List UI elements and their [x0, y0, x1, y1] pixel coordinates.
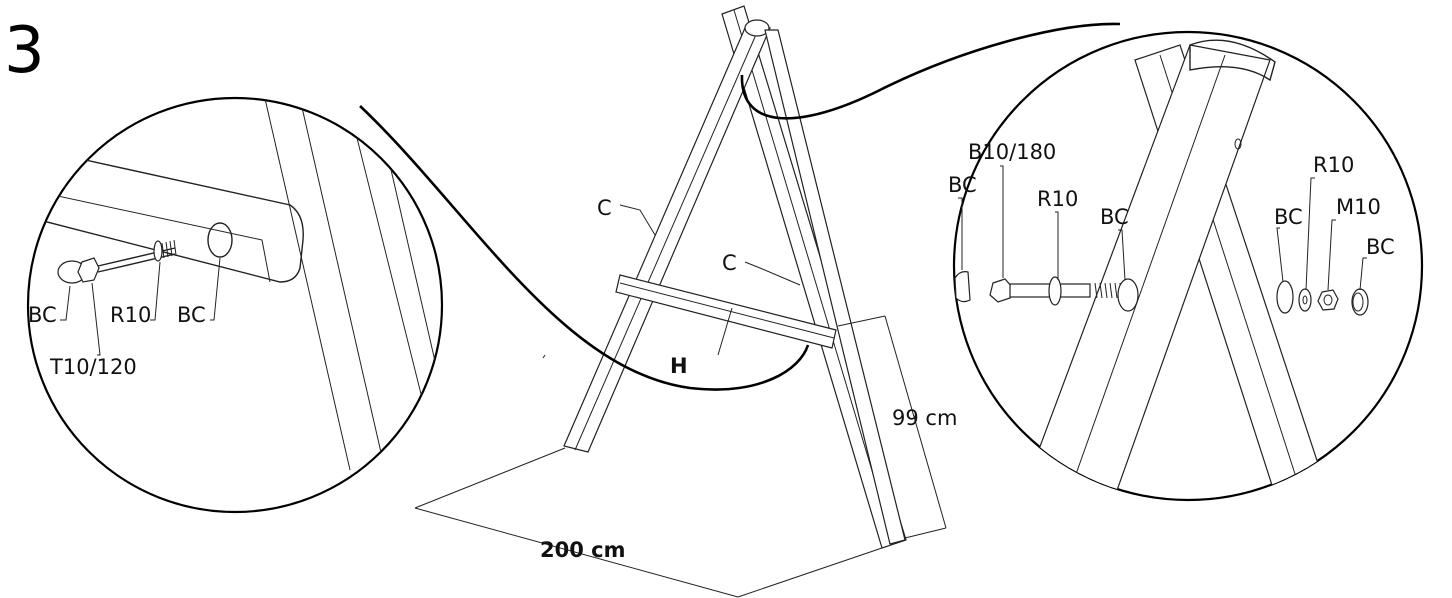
right-cap-end-label: BC	[1366, 235, 1395, 259]
left-cap-label: BC	[28, 303, 57, 327]
cap-left	[954, 271, 971, 303]
right-cap-left-label: BC	[948, 173, 977, 197]
bolt-label: B10/180	[968, 140, 1056, 164]
right-washer-right-label: R10	[1313, 153, 1354, 177]
left-washer-label: R10	[110, 303, 151, 327]
beam-c-label-lower: C	[722, 251, 737, 275]
right-connector-curve	[740, 22, 1121, 120]
nut	[1317, 289, 1339, 311]
right-cap-right-label: BC	[1274, 205, 1303, 229]
cap-mid	[1117, 278, 1139, 312]
left-detail-outline	[26, 96, 444, 514]
width-dimension: 200 cm	[540, 538, 625, 562]
right-detail-circle: BC B10/180 R10 BC BC R10 M10 BC	[948, 30, 1424, 502]
washer-left	[1048, 276, 1062, 306]
washer-part	[153, 240, 163, 262]
screw-head	[77, 257, 100, 283]
left-detail-fixings	[57, 239, 221, 356]
crossbar-h-label: H	[670, 354, 688, 378]
crossbar	[615, 274, 837, 349]
washer-right	[1298, 288, 1312, 312]
a-frame-assembly	[414, 5, 947, 598]
bolt-head	[989, 278, 1013, 303]
right-cap-mid-label: BC	[1100, 205, 1129, 229]
right-washer-left-label: R10	[1037, 187, 1078, 211]
beam-c-label-upper: C	[597, 196, 612, 220]
screw-label: T10/120	[49, 355, 137, 379]
right-detail-timber	[1019, 39, 1331, 500]
right-detail-fixings	[954, 165, 1369, 316]
left-detail-circle: BC T10/120 R10 BC	[26, 96, 444, 514]
left-hole-cap-label: BC	[177, 303, 206, 327]
height-dimension: 99 cm	[892, 406, 957, 430]
cap-right	[1276, 280, 1294, 314]
left-connector-curve	[359, 105, 810, 391]
cap-end	[1351, 288, 1369, 316]
step-number: 3	[4, 14, 45, 88]
nut-label: M10	[1336, 195, 1381, 219]
